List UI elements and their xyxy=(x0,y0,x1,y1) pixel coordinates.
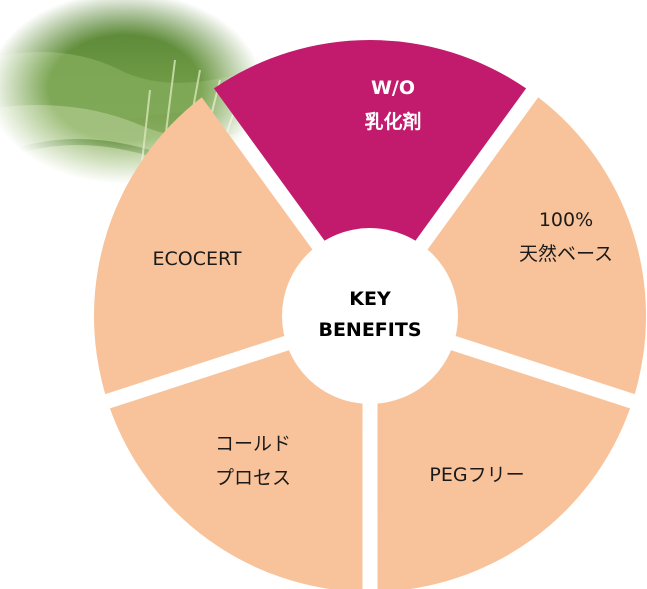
segment-label-cold-process-line2: プロセス xyxy=(215,467,291,489)
segment-label-cold-process-line1: コールド xyxy=(215,433,291,455)
segment-ecocert xyxy=(93,97,318,395)
segment-label-natural-base-line1: 100% xyxy=(539,209,593,231)
segment-peg-free xyxy=(377,347,631,589)
segment-label-wo-emulsifier-line1: W/O xyxy=(371,77,415,99)
center-title-line1: KEY xyxy=(349,288,391,310)
segment-label-natural-base-line2: 天然ベース xyxy=(519,243,613,265)
segment-natural-base xyxy=(422,97,646,395)
segment-wo-emulsifier xyxy=(213,39,527,248)
segment-label-ecocert-line1: ECOCERT xyxy=(153,248,242,270)
segment-cold-process xyxy=(109,347,363,589)
center-circle xyxy=(282,228,458,404)
center-title-line2: BENEFITS xyxy=(318,319,421,341)
segment-label-wo-emulsifier-line2: 乳化剤 xyxy=(364,110,421,133)
segment-label-peg-free-line1: PEGフリー xyxy=(429,464,524,486)
